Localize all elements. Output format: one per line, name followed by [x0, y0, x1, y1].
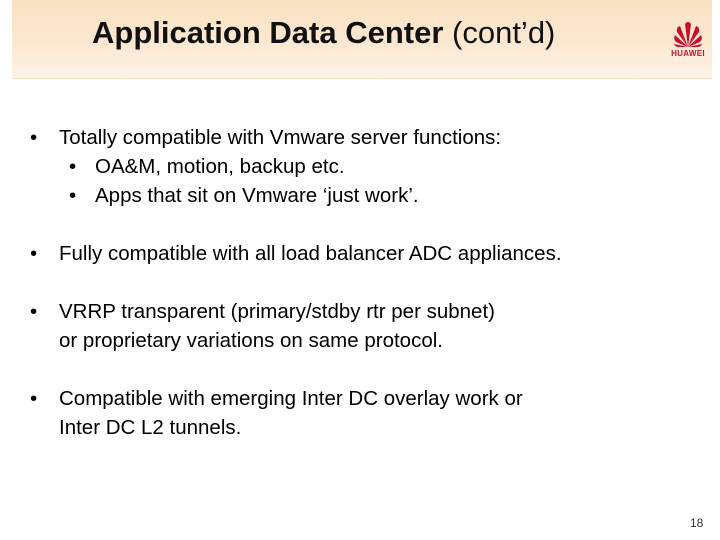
- logo-text: HUAWEI: [671, 49, 705, 58]
- bullet-dot: •: [69, 155, 77, 178]
- bullet-list: • Totally compatible with Vmware server …: [30, 123, 700, 471]
- title-suffix: (cont’d): [452, 15, 556, 50]
- bullet-dot: •: [30, 126, 38, 149]
- bullet-item: • Totally compatible with Vmware server …: [30, 123, 700, 152]
- bullet-continuation: or proprietary variations on same protoc…: [59, 329, 443, 352]
- bullet-text: Totally compatible with Vmware server fu…: [59, 126, 502, 149]
- title-bold: Application Data Center: [92, 15, 444, 50]
- bullet-group: • VRRP transparent (primary/stdby rtr pe…: [30, 297, 700, 355]
- bullet-text: VRRP transparent (primary/stdby rtr per …: [59, 300, 495, 323]
- bullet-dot: •: [30, 387, 38, 410]
- bullet-item: • VRRP transparent (primary/stdby rtr pe…: [30, 297, 700, 326]
- bullet-text: Compatible with emerging Inter DC overla…: [59, 387, 523, 410]
- title-bar: Application Data Center (cont’d) HUAWEI: [12, 0, 712, 79]
- bullet-group: • Fully compatible with all load balance…: [30, 239, 700, 268]
- slide-title: Application Data Center (cont’d): [92, 14, 555, 52]
- bullet-dot: •: [30, 300, 38, 323]
- bullet-continuation: Inter DC L2 tunnels.: [59, 416, 242, 439]
- sub-bullet-item: • Apps that sit on Vmware ‘just work’.: [30, 181, 700, 210]
- bullet-item: • Compatible with emerging Inter DC over…: [30, 384, 700, 413]
- bullet-dot: •: [69, 184, 77, 207]
- bullet-group: • Compatible with emerging Inter DC over…: [30, 384, 700, 442]
- sub-bullet-text: Apps that sit on Vmware ‘just work’.: [95, 184, 419, 207]
- bullet-text: Fully compatible with all load balancer …: [59, 242, 562, 265]
- bullet-group: • Totally compatible with Vmware server …: [30, 123, 700, 210]
- bullet-item: • Fully compatible with all load balance…: [30, 239, 700, 268]
- bullet-dot: •: [30, 242, 38, 265]
- huawei-petals-icon: [674, 22, 702, 47]
- huawei-logo: HUAWEI: [662, 18, 714, 64]
- sub-bullet-item: • OA&M, motion, backup etc.: [30, 152, 700, 181]
- page-number: 18: [690, 516, 704, 530]
- sub-bullet-text: OA&M, motion, backup etc.: [95, 155, 345, 178]
